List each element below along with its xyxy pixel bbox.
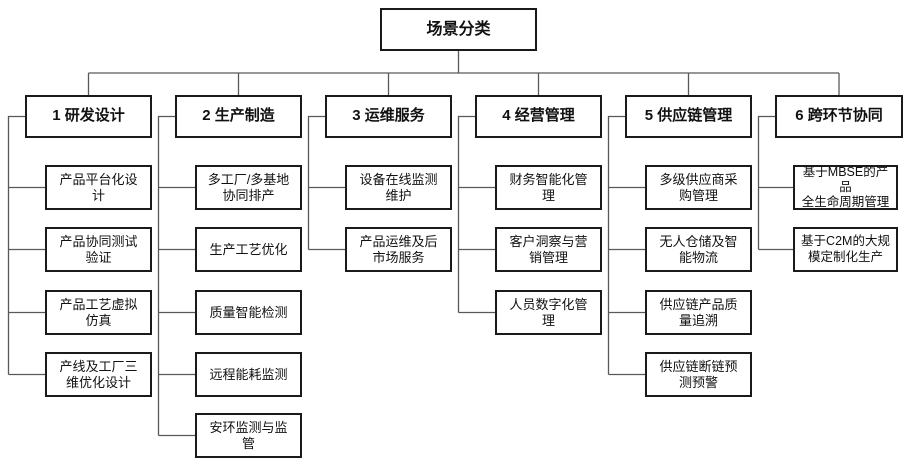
scenario-label: 产线及工厂三 维优化设计 [59, 358, 138, 390]
scenario-box: 产线及工厂三 维优化设计 [45, 352, 152, 397]
scenario-label: 客户洞察与营 销管理 [509, 233, 588, 265]
scenario-label: 无人仓储及智 能物流 [659, 233, 738, 265]
scenario-label: 多工厂/多基地 协同排产 [207, 171, 290, 203]
scenario-label: 设备在线监测 维护 [359, 171, 438, 203]
scenario-label: 产品工艺虚拟 仿真 [59, 296, 138, 328]
category-label: 2 生产制造 [202, 107, 275, 125]
root-box-scene-classification: 场景分类 [380, 8, 537, 51]
scenario-box: 供应链产品质 量追溯 [645, 290, 752, 335]
category-label: 1 研发设计 [52, 107, 125, 125]
scenario-label: 基于C2M的大规 模定制化生产 [801, 234, 890, 264]
category-box-business-management: 4 经营管理 [475, 95, 602, 138]
category-box-rnd-design: 1 研发设计 [25, 95, 152, 138]
scenario-label: 财务智能化管 理 [509, 171, 588, 203]
scenario-label: 产品运维及后 市场服务 [359, 233, 438, 265]
scenario-box: 产品运维及后 市场服务 [345, 227, 452, 272]
scenario-box: 客户洞察与营 销管理 [495, 227, 602, 272]
scenario-label: 产品平台化设 计 [59, 171, 138, 203]
scenario-box: 基于C2M的大规 模定制化生产 [793, 227, 898, 272]
category-label: 5 供应链管理 [644, 107, 733, 125]
category-box-supply-chain: 5 供应链管理 [625, 95, 752, 138]
category-box-operations-service: 3 运维服务 [325, 95, 452, 138]
scenario-box: 远程能耗监测 [195, 352, 302, 397]
scenario-label: 人员数字化管 理 [509, 296, 588, 328]
scenario-label: 基于MBSE的产品 全生命周期管理 [801, 164, 890, 210]
scenario-box: 供应链断链预 测预警 [645, 352, 752, 397]
scenario-box: 生产工艺优化 [195, 227, 302, 272]
scenario-box: 人员数字化管 理 [495, 290, 602, 335]
root-label: 场景分类 [426, 20, 491, 38]
scenario-box: 产品平台化设 计 [45, 165, 152, 210]
scenario-box: 基于MBSE的产品 全生命周期管理 [793, 165, 898, 210]
category-label: 3 运维服务 [352, 107, 425, 125]
scenario-box: 多级供应商采 购管理 [645, 165, 752, 210]
scenario-label: 产品协同测试 验证 [59, 233, 138, 265]
scenario-box: 无人仓储及智 能物流 [645, 227, 752, 272]
scenario-box: 产品工艺虚拟 仿真 [45, 290, 152, 335]
scenario-box: 多工厂/多基地 协同排产 [195, 165, 302, 210]
scenario-label: 远程能耗监测 [209, 366, 288, 382]
scenario-box: 产品协同测试 验证 [45, 227, 152, 272]
scenario-label: 多级供应商采 购管理 [659, 171, 738, 203]
category-box-cross-link-collaboration: 6 跨环节协同 [775, 95, 903, 138]
scenario-label: 质量智能检测 [209, 304, 288, 320]
category-box-production: 2 生产制造 [175, 95, 302, 138]
scenario-box: 财务智能化管 理 [495, 165, 602, 210]
scenario-box: 设备在线监测 维护 [345, 165, 452, 210]
scenario-label: 安环监测与监 管 [209, 419, 288, 451]
scenario-box: 安环监测与监 管 [195, 413, 302, 458]
category-label: 6 跨环节协同 [795, 107, 883, 125]
category-label: 4 经营管理 [502, 107, 575, 125]
scenario-label: 生产工艺优化 [209, 241, 288, 257]
scenario-label: 供应链产品质 量追溯 [659, 296, 738, 328]
scenario-box: 质量智能检测 [195, 290, 302, 335]
scenario-label: 供应链断链预 测预警 [659, 358, 738, 390]
